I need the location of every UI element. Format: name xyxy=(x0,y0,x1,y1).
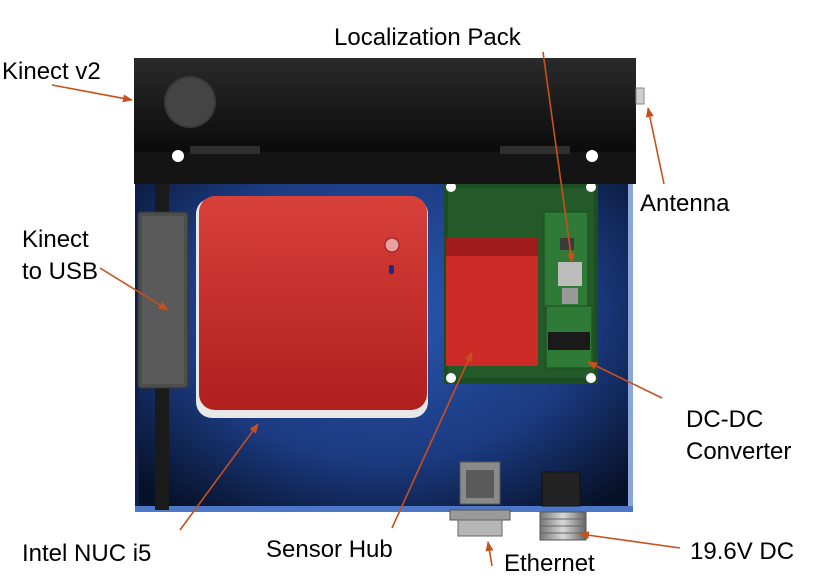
arrow-sensor-hub xyxy=(391,351,473,529)
localization-pack-module xyxy=(543,211,589,309)
label-intel-nuc: Intel NUC i5 xyxy=(22,540,152,567)
kinect-usb-adapter xyxy=(137,180,189,510)
label-kinect-to-usb-line1: Kinect xyxy=(22,226,89,253)
ethernet-connector xyxy=(449,461,511,537)
intel-nuc xyxy=(196,196,428,418)
label-power-input: 19.6V DC xyxy=(690,538,795,565)
arrow-antenna xyxy=(645,107,665,185)
label-kinect-to-usb-line2: to USB xyxy=(22,258,99,285)
kinect-v2-sensor xyxy=(134,58,636,184)
arrow-intel-nuc xyxy=(179,423,259,531)
arrow-kinect-to-usb xyxy=(99,267,169,311)
label-dc-dc-line2: Converter xyxy=(686,438,792,465)
label-dc-dc-line1: DC-DC xyxy=(686,406,764,433)
antenna-stub xyxy=(635,87,645,105)
label-ethernet: Ethernet xyxy=(504,550,595,577)
dc-barrel-connector xyxy=(539,471,587,541)
arrow-localization-pack xyxy=(542,51,575,263)
label-sensor-hub: Sensor Hub xyxy=(266,536,393,563)
arrow-power-input xyxy=(579,531,681,549)
arrow-dc-dc-converter xyxy=(587,361,663,399)
arrow-ethernet xyxy=(485,541,494,567)
label-dc-dc-converter: DC-DC Converter xyxy=(686,404,791,468)
dc-dc-converter xyxy=(545,305,593,369)
label-antenna: Antenna xyxy=(640,190,730,217)
callout-arrows xyxy=(51,51,681,567)
label-kinect-v2: Kinect v2 xyxy=(2,58,101,85)
label-localization-pack: Localization Pack xyxy=(334,24,521,51)
arrow-kinect-v2 xyxy=(51,84,133,103)
label-kinect-to-usb: Kinect to USB xyxy=(22,224,98,288)
